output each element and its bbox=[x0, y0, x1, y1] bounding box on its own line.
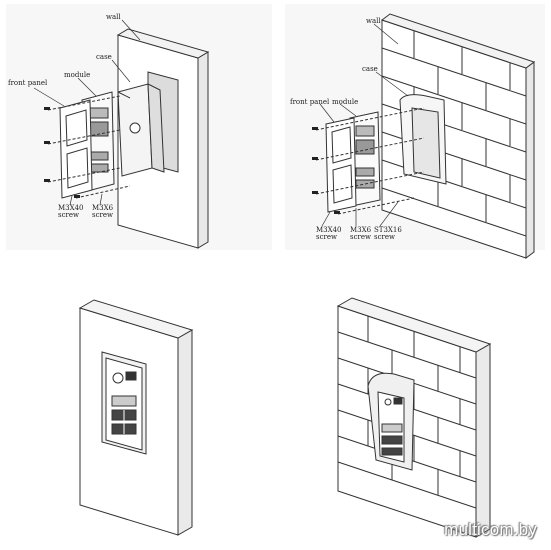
tl-label-screw-b-1: M3X6 bbox=[92, 204, 114, 212]
tl-label-screw-a-1: M3X40 bbox=[58, 204, 84, 212]
tr-label-wall: wall bbox=[366, 17, 381, 25]
tl-screws bbox=[47, 95, 131, 199]
tr-screw-heads bbox=[312, 127, 340, 214]
tr-leaders bbox=[319, 23, 409, 227]
tl-label-screw-b-2: screw bbox=[92, 211, 113, 219]
tr-label-screw-a-1: M3X40 bbox=[316, 226, 342, 234]
tr-case bbox=[399, 94, 447, 185]
bl-intercom-panel bbox=[101, 351, 147, 455]
tr-screws bbox=[315, 107, 425, 215]
tl-label-wall: wall bbox=[106, 13, 121, 21]
tl-leaders bbox=[33, 19, 141, 206]
tl-case bbox=[117, 83, 165, 177]
tr-label-screw-c-1: ST3X16 bbox=[374, 226, 402, 234]
tr-label-screw-b-2: screw bbox=[350, 233, 371, 241]
tl-label-front-panel: front panel bbox=[8, 79, 48, 87]
tl-front-panel bbox=[59, 99, 93, 199]
tl-label-module: module bbox=[64, 71, 91, 79]
tl-label-screw-a-2: screw bbox=[58, 211, 79, 219]
tr-label-case: case bbox=[362, 65, 378, 73]
watermark: multicom.by bbox=[444, 520, 537, 539]
tr-front-panel bbox=[325, 117, 357, 213]
tr-label-module: module bbox=[332, 98, 359, 106]
br-brick-wall bbox=[336, 297, 492, 538]
tl-screw-heads bbox=[44, 107, 80, 198]
tr-label-screw-a-2: screw bbox=[316, 233, 337, 241]
tr-label-screw-b-1: M3X6 bbox=[350, 226, 372, 234]
tr-label-screw-c-2: screw bbox=[374, 233, 395, 241]
tl-label-case: case bbox=[96, 53, 112, 61]
tr-label-front-panel: front panel bbox=[290, 98, 330, 106]
br-intercom-case bbox=[367, 372, 415, 471]
